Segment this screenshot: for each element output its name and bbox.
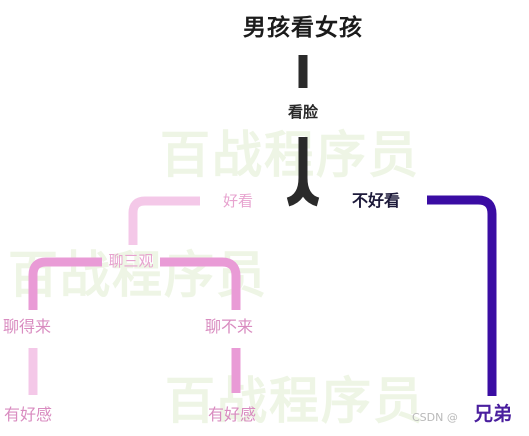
node-get-along: 聊得来 [3,317,51,336]
edge-face-split-right [298,177,320,207]
watermark-top: 百战程序员 [160,126,420,184]
connectors [28,55,497,396]
node-title: 男孩看女孩 [243,14,363,41]
node-face: 看脸 [288,103,319,121]
watermark-middle: 百战程序员 [8,246,268,304]
edge-values-left [28,257,102,310]
node-right-result: 有好感 [208,405,256,424]
watermark-bottom: 百战程序员 [165,372,425,430]
nodes: 男孩看女孩 看脸 好看 不好看 聊三观 聊得来 聊不来 有好感 有好感 兄弟 [3,14,512,425]
credit-text: CSDN @ [412,411,458,424]
edge-notpretty-brother [427,195,497,396]
node-values-talk: 聊三观 [108,252,153,270]
edge-pretty-values [128,196,200,245]
edge-values-right [160,257,241,310]
node-brother: 兄弟 [473,402,512,425]
watermark-group: 百战程序员 百战程序员 百战程序员 [8,126,425,430]
node-pretty: 好看 [223,192,253,210]
node-left-result: 有好感 [4,405,52,424]
node-not-pretty: 不好看 [352,191,400,210]
node-not-get-along: 聊不来 [205,317,253,336]
